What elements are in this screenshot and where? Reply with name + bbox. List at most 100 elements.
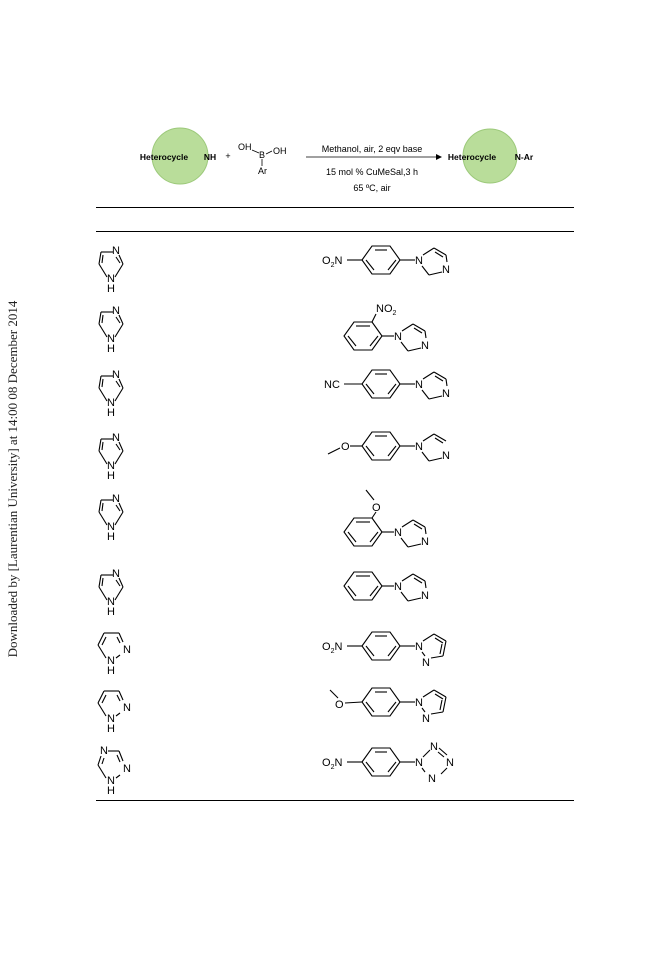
atom-n: N: [112, 568, 120, 580]
ring-bond: [97, 632, 105, 646]
download-watermark: Downloaded by [Laurentian University] at…: [5, 300, 20, 658]
product-2-methoxyphenyl-imidazole: O N N: [343, 489, 429, 548]
ring-double-bond: [439, 643, 443, 655]
ring-double-bond: [101, 636, 107, 646]
aromatic-bond: [365, 701, 375, 713]
boronic-oh-right: OH: [273, 146, 287, 156]
atom-nh: N: [107, 397, 115, 409]
triazole-reactant: N N N H: [97, 745, 131, 796]
atom-h: H: [107, 723, 115, 735]
atom-o: O: [372, 502, 381, 514]
product-4-cyanophenyl-imidazole: NC N N: [324, 369, 450, 400]
atom-h: H: [107, 665, 115, 677]
ring-bond: [422, 633, 435, 642]
ring-double-bond: [101, 694, 107, 704]
ring-double-bond: [434, 437, 444, 444]
reactant-circle: [151, 127, 209, 185]
ring-double-bond: [407, 597, 422, 602]
ring-bond: [97, 690, 105, 704]
methyl-bond: [365, 489, 375, 501]
atom-n: N: [394, 581, 402, 593]
atom-n: N: [415, 697, 423, 709]
ring-double-bond: [101, 577, 104, 587]
aromatic-bond: [369, 335, 379, 347]
atom-n: N: [112, 305, 120, 317]
ring-bond: [422, 433, 435, 442]
aromatic-bond: [369, 531, 379, 543]
product-label: Heterocycle: [448, 152, 496, 162]
aromatic-bond: [387, 445, 397, 457]
atom-n: N: [112, 432, 120, 444]
atom-n: N: [415, 379, 423, 391]
ring-bond: [433, 371, 447, 380]
ring-bond: [421, 651, 426, 657]
imidazole-reactant-4: N N H: [98, 432, 124, 481]
imidazole-reactant-1: N N H: [98, 245, 124, 294]
ring-bond: [424, 580, 427, 589]
ring-double-bond: [434, 375, 444, 382]
ring-bond: [400, 341, 409, 352]
conditions-line-2: 15 mol % CuMeSal,3 h: [326, 167, 418, 177]
ring-bond: [97, 644, 107, 659]
atom-o: O: [335, 699, 344, 711]
ring-bond: [433, 633, 447, 642]
atom-n: N: [112, 493, 120, 505]
ring-bond: [118, 378, 124, 389]
imidazole-reactant-6: N N H: [98, 568, 124, 617]
atom-n: N: [394, 331, 402, 343]
ring-bond: [430, 711, 444, 715]
imidazole-reactant-2: N N H: [98, 305, 124, 354]
aromatic-bond: [387, 645, 397, 657]
atom-h: H: [107, 407, 115, 418]
product-phenyl-imidazole: N N: [343, 571, 429, 602]
conditions-line-3: 65 ºC, air: [353, 183, 390, 193]
ring-double-bond: [101, 254, 104, 264]
ring-bond: [400, 537, 409, 548]
product-nar: N-Ar: [515, 152, 534, 162]
ring-bond: [115, 712, 121, 717]
ring-bond: [422, 749, 431, 758]
ring-bond: [98, 375, 102, 389]
ring-bond: [114, 450, 124, 465]
ring-bond: [421, 707, 426, 713]
aromatic-bond: [347, 335, 357, 347]
imidazole-reactant-5: N N H: [98, 493, 124, 542]
atom-n: N: [421, 340, 429, 352]
aromatic-bond: [387, 383, 397, 395]
atom-n: N: [123, 644, 131, 656]
atom-n: N: [422, 713, 430, 725]
aromatic-bond: [365, 645, 375, 657]
ring-double-bond: [428, 271, 443, 276]
ring-bond: [114, 387, 124, 402]
atom-nh: N: [107, 521, 115, 533]
ring-bond: [114, 323, 124, 338]
ring-double-bond: [101, 378, 104, 388]
atom-h: H: [107, 531, 115, 542]
ring-double-bond: [101, 757, 105, 765]
atom-n: N: [112, 245, 120, 257]
table-top-rule: [96, 207, 574, 208]
atom-nh: N: [107, 333, 115, 345]
atom-n: N: [442, 264, 450, 276]
pyrazole-reactant-2: N N H: [97, 690, 131, 735]
ring-bond: [115, 654, 121, 659]
aromatic-bond: [387, 701, 397, 713]
bond-oh-b: [251, 149, 260, 154]
atom-n: N: [442, 388, 450, 400]
atom-n: N: [446, 757, 454, 769]
atom-n: N: [422, 657, 430, 669]
ring-bond: [421, 389, 430, 400]
aromatic-bond: [347, 585, 357, 597]
benzene-ring: [343, 571, 383, 601]
ring-bond: [97, 702, 107, 717]
ring-bond: [422, 689, 435, 698]
ring-bond: [445, 254, 448, 263]
atom-h: H: [107, 785, 115, 796]
aromatic-bond: [369, 585, 379, 597]
ring-double-bond: [434, 251, 444, 258]
conditions-line-1: Methanol, air, 2 eqv base: [322, 144, 423, 154]
ring-bond: [438, 747, 448, 756]
boronic-ar: Ar: [258, 166, 267, 176]
ring-bond: [98, 450, 108, 465]
ring-bond: [98, 263, 108, 278]
